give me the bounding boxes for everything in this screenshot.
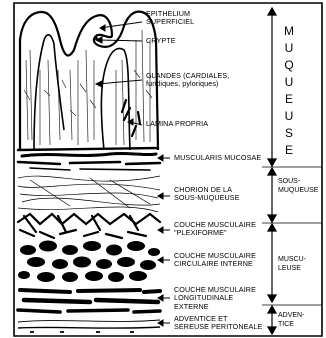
- plexiform-layer: [18, 214, 160, 238]
- gland-hatching: [24, 30, 152, 145]
- label-crypte: CRYPTE: [146, 37, 176, 45]
- region-muqueuse-letter: E: [282, 143, 296, 157]
- label-longitudinale: COUCHE MUSCULAIRE LONGITUDINALE EXTERNE: [174, 286, 256, 311]
- label-circulaire-line2: CIRCULAIRE INTERNE: [174, 260, 256, 268]
- label-circulaire: COUCHE MUSCULAIRE CIRCULAIRE INTERNE: [174, 252, 256, 269]
- label-adventice: ADVENTICE ET SEREUSE PERITONEALE: [174, 315, 262, 332]
- region-adventice-line2: TICE: [278, 321, 304, 330]
- serosa: [18, 320, 160, 332]
- region-musculeuse-line1: MUSCU-: [278, 256, 306, 265]
- label-epithelium: EPITHELIUM SUPERFICIEL: [146, 10, 194, 27]
- label-glandes: GLANDES (cardiales, fundiques, pylorique…: [146, 72, 229, 89]
- region-muqueuse-letter: U: [282, 41, 296, 55]
- region-muqueuse-letter: S: [282, 126, 296, 140]
- region-adventice: ADVEN- TICE: [278, 312, 304, 329]
- submucosa-fibers: [18, 176, 160, 212]
- region-musculeuse: MUSCU- LEUSE: [278, 256, 306, 273]
- label-plexiforme-line2: "PLEXIFORME": [174, 229, 256, 237]
- region-muqueuse-letter: U: [282, 109, 296, 123]
- label-epithelium-line2: SUPERFICIEL: [146, 18, 194, 26]
- region-sous-muqueuse: SOUS- MUQUEUSE: [278, 178, 318, 195]
- label-chorion-line2: SOUS-MUQUEUSE: [174, 194, 240, 202]
- label-adventice-line2: SEREUSE PERITONEALE: [174, 323, 262, 331]
- label-chorion: CHORION DE LA SOUS-MUQUEUSE: [174, 186, 240, 203]
- label-muscularis-mucosae: MUSCULARIS MUCOSAE: [174, 154, 261, 162]
- longitudinal-muscle: [18, 290, 160, 312]
- label-glandes-line2: fundiques, pyloriques): [146, 80, 229, 88]
- region-adventice-line1: ADVEN-: [278, 312, 304, 321]
- label-plexiforme: COUCHE MUSCULAIRE "PLEXIFORME": [174, 221, 256, 238]
- leader-lines: [96, 22, 170, 326]
- region-sous-muqueuse-line1: SOUS-: [278, 178, 318, 187]
- region-muqueuse-letter: Q: [282, 58, 296, 72]
- region-muqueuse-letter: U: [282, 75, 296, 89]
- region-musculeuse-line2: LEUSE: [278, 265, 306, 274]
- region-muqueuse-letter: E: [282, 92, 296, 106]
- label-lamina-propria: LAMINA PROPRIA: [146, 120, 208, 128]
- region-brackets: [262, 8, 322, 334]
- region-sous-muqueuse-line2: MUQUEUSE: [278, 187, 318, 196]
- label-longitudinale-line3: EXTERNE: [174, 303, 256, 311]
- muscularis-mucosae: [18, 148, 160, 170]
- region-muqueuse-letter: M: [282, 24, 296, 38]
- circular-muscle-cells: [18, 241, 160, 283]
